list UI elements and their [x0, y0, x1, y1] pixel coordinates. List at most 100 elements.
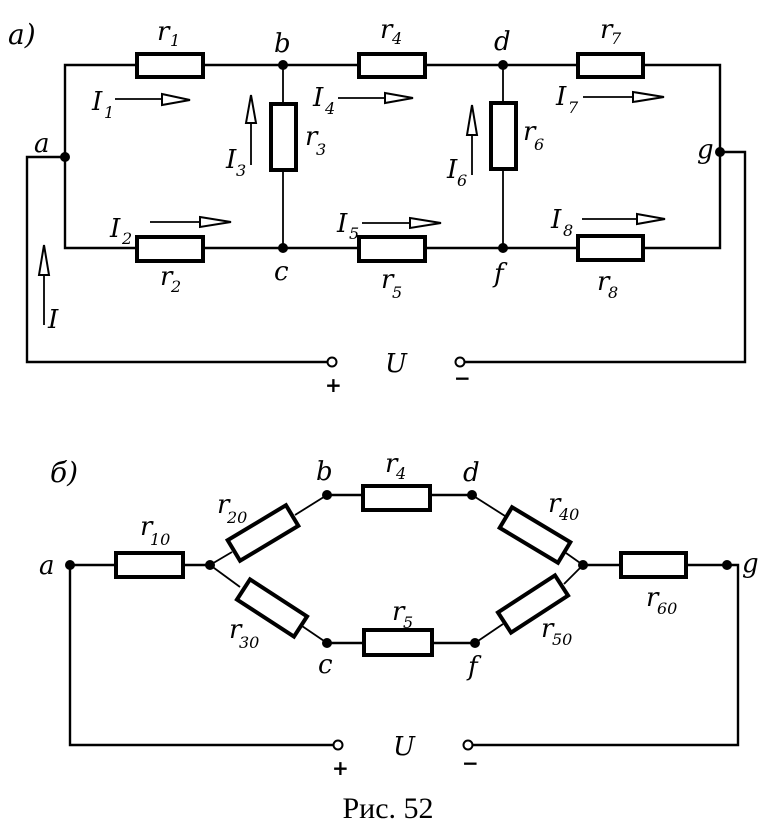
- resistor-r2: [135, 235, 205, 263]
- current-arrow-I6: [465, 104, 479, 175]
- node-label-b: b: [274, 29, 291, 59]
- svg-text:30: 30: [239, 633, 259, 652]
- resistor-r4-b: [361, 484, 432, 512]
- svg-text:r: r: [385, 449, 399, 479]
- wire-r8-g: [641, 150, 722, 250]
- svg-text:I: I: [109, 214, 121, 244]
- svg-text:r: r: [140, 512, 154, 542]
- label-r60: r60: [646, 583, 677, 618]
- svg-text:r: r: [600, 15, 614, 45]
- svg-text:I: I: [550, 205, 562, 235]
- svg-text:r: r: [548, 489, 562, 519]
- resistor-r7: [576, 52, 645, 79]
- terminal-minus-a: [454, 356, 466, 368]
- label-r6: r6: [523, 117, 544, 154]
- resistor-r30: [234, 576, 310, 640]
- current-arrow-I7: [583, 90, 665, 104]
- svg-text:r: r: [217, 490, 231, 520]
- svg-text:I: I: [225, 145, 237, 175]
- svg-text:20: 20: [226, 508, 247, 527]
- terminal-plus-b: [332, 739, 344, 751]
- resistor-r3: [269, 102, 298, 172]
- node-label-b-b: b: [316, 457, 333, 487]
- label-r8: r8: [597, 267, 618, 302]
- label-I: I: [47, 305, 59, 335]
- svg-text:8: 8: [563, 221, 573, 240]
- label-r30: r30: [229, 615, 259, 652]
- current-arrow-I5: [362, 216, 442, 230]
- node-d: [498, 60, 508, 70]
- svg-text:4: 4: [395, 464, 406, 483]
- resistor-r5-b: [362, 628, 434, 657]
- wire-r30-c: [301, 625, 328, 644]
- svg-text:7: 7: [568, 98, 579, 117]
- node-label-a: a: [34, 129, 50, 159]
- svg-text:50: 50: [552, 630, 572, 649]
- current-arrow-I8: [582, 212, 666, 226]
- resistor-r50: [495, 572, 571, 636]
- resistor-r10: [114, 551, 185, 579]
- minus-sign-b: −: [462, 751, 479, 775]
- label-r5-b: r5: [392, 597, 413, 632]
- node-g: [715, 147, 725, 157]
- label-r20: r20: [217, 490, 247, 527]
- node-d-b: [467, 490, 477, 500]
- svg-text:4: 4: [324, 99, 335, 118]
- node-label-d-b: d: [463, 458, 480, 488]
- svg-text:I: I: [336, 209, 348, 239]
- resistor-r5: [357, 235, 427, 263]
- node-f: [498, 243, 508, 253]
- node-label-c: c: [274, 257, 289, 287]
- plus-sign-a: +: [325, 373, 342, 397]
- wire-a-plus: [25, 155, 330, 364]
- wire-a-plus-b: [68, 563, 336, 747]
- wire-r7-g: [641, 63, 722, 154]
- svg-text:10: 10: [150, 530, 170, 549]
- node-right-junction: [578, 560, 588, 570]
- plus-sign-b: +: [332, 756, 349, 780]
- wire-g-minus-b: [470, 563, 740, 747]
- svg-text:I: I: [446, 155, 458, 185]
- label-r50: r50: [541, 614, 572, 649]
- label-r40: r40: [548, 489, 579, 524]
- svg-text:6: 6: [457, 171, 467, 190]
- node-f-b: [470, 638, 480, 648]
- label-r2b: r2: [160, 262, 181, 296]
- part-b-label: б): [50, 456, 78, 489]
- svg-text:6: 6: [534, 135, 544, 154]
- node-label-c-b: c: [318, 650, 333, 680]
- svg-text:r: r: [381, 265, 395, 295]
- resistor-r60: [619, 551, 688, 579]
- node-a: [60, 152, 70, 162]
- svg-text:8: 8: [608, 283, 618, 302]
- svg-text:2: 2: [121, 229, 132, 248]
- wire-r20-b: [294, 494, 328, 516]
- node-c-b: [322, 638, 332, 648]
- terminal-minus-b: [462, 739, 474, 751]
- resistor-r20: [224, 502, 302, 564]
- terminal-plus-a: [326, 356, 338, 368]
- wire-a-r2: [63, 155, 139, 250]
- svg-text:2: 2: [170, 277, 181, 296]
- svg-text:1: 1: [104, 103, 114, 122]
- diagram-a: а): [8, 15, 747, 397]
- node-b: [278, 60, 288, 70]
- svg-text:r: r: [541, 614, 555, 644]
- resistor-r6: [489, 101, 518, 171]
- diagram-b: б): [39, 449, 759, 780]
- svg-text:7: 7: [611, 29, 622, 48]
- resistor-r1: [135, 52, 205, 79]
- svg-text:I: I: [555, 82, 567, 112]
- source-label-b: U: [393, 732, 416, 762]
- label-r5: r5: [381, 265, 402, 302]
- svg-text:I: I: [47, 305, 59, 335]
- wire-f-r50: [474, 623, 504, 644]
